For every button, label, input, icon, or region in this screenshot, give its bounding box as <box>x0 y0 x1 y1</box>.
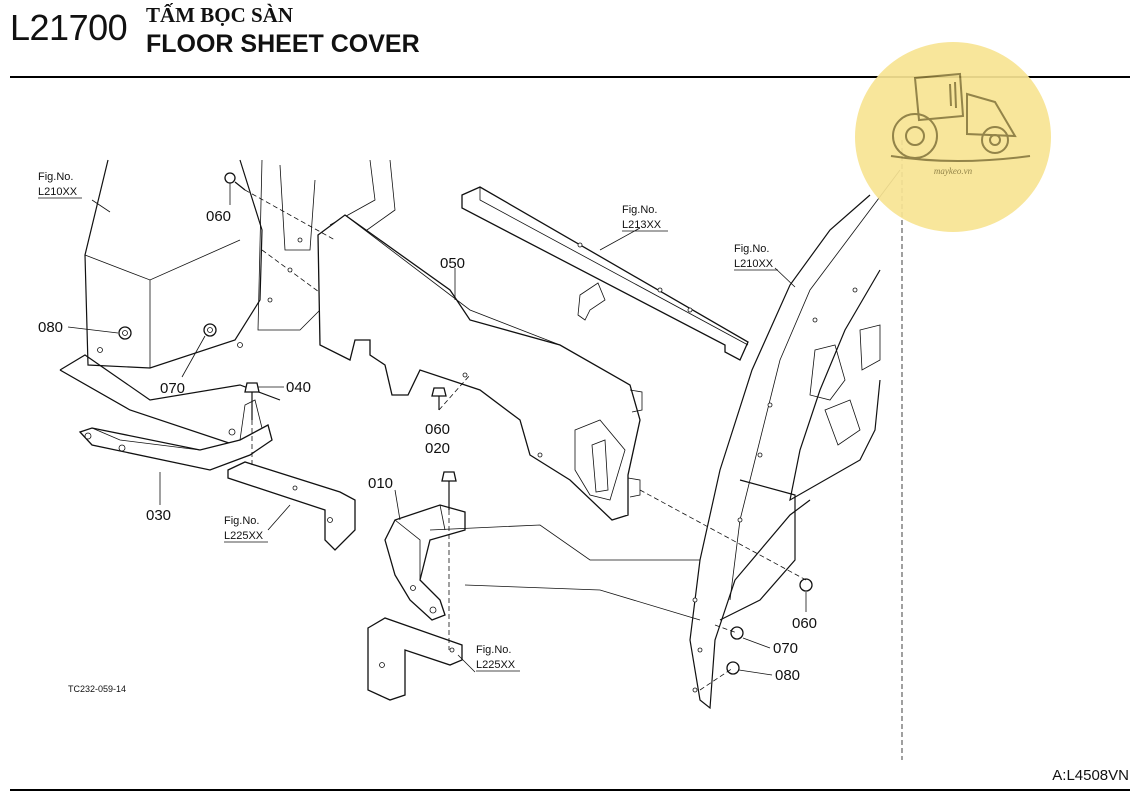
callout-020: 020 <box>425 440 450 457</box>
watermark-logo: maykeo.vn <box>855 42 1051 232</box>
figref-label: Fig.No. <box>476 644 511 656</box>
drawing-code: TC232-059-14 <box>68 684 126 694</box>
figref-label: Fig.No. <box>224 515 259 527</box>
footer-rule <box>10 789 1130 791</box>
watermark-text: maykeo.vn <box>933 166 973 176</box>
right-fender-outline <box>689 169 901 710</box>
figref-code: L210XX <box>734 258 774 270</box>
callout-060: 060 <box>206 208 231 225</box>
callout-010: 010 <box>368 475 393 492</box>
plate-center-l225 <box>367 617 463 701</box>
plate-left-l225 <box>227 461 356 551</box>
callout-060: 060 <box>425 421 450 438</box>
callout-080: 080 <box>38 319 63 336</box>
part-group-code: L21700 <box>10 7 128 48</box>
figref-code: L225XX <box>476 659 516 671</box>
bolt-icon <box>118 172 813 675</box>
figure-references: Fig.No. L210XX Fig.No. L213XX Fig.No. L2… <box>38 171 778 672</box>
figref-code: L213XX <box>622 219 662 231</box>
leader-lines <box>59 183 807 691</box>
callout-060: 060 <box>792 615 817 632</box>
callout-080: 080 <box>775 667 800 684</box>
figref-label: Fig.No. <box>38 171 73 183</box>
bracket-030 <box>78 399 273 471</box>
figref-label: Fig.No. <box>734 243 769 255</box>
callout-070: 070 <box>773 640 798 657</box>
figref-code: L225XX <box>224 530 264 542</box>
callout-070: 070 <box>160 380 185 397</box>
rail-bracket <box>461 186 749 361</box>
callout-050: 050 <box>440 255 465 272</box>
title-english: FLOOR SHEET COVER <box>146 30 420 58</box>
figref-label: Fig.No. <box>622 204 657 216</box>
title-vietnamese: TẤM BỌC SÀN <box>146 3 294 27</box>
header-rule <box>10 76 1130 78</box>
footer-code: A:L4508VN <box>1052 767 1129 784</box>
bracket-010 <box>384 504 466 621</box>
floor-sheet-cover-050 <box>317 214 643 521</box>
callout-030: 030 <box>146 507 171 524</box>
callout-040: 040 <box>286 379 311 396</box>
tractor-icon <box>890 72 1031 162</box>
figref-code: L210XX <box>38 186 78 198</box>
part-callouts: 060 050 080 070 040 060 020 010 030 060 … <box>38 208 817 684</box>
